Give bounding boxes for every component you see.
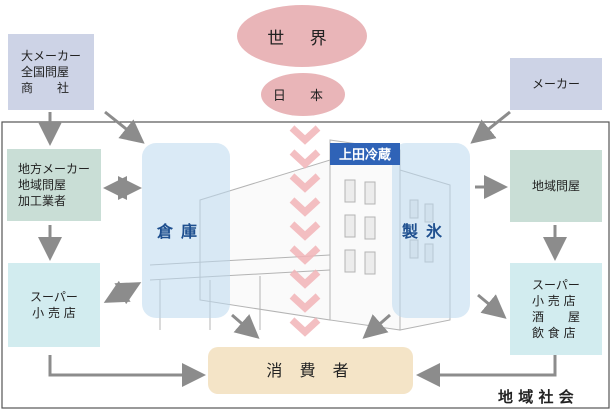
- community-frame: [1, 121, 610, 409]
- community-label: 地 域 社 会: [498, 388, 574, 406]
- super-left-box: スーパー 小 売 店: [8, 263, 100, 347]
- ice-panel: [392, 143, 470, 318]
- company-sign: [330, 143, 400, 165]
- consumer-box: 消 費 者: [208, 347, 413, 394]
- world-oval: 世 界: [237, 5, 367, 67]
- chevron-flow: [289, 125, 321, 337]
- maker-box: メーカー: [510, 58, 602, 110]
- japan-oval: 日 本: [261, 73, 345, 116]
- warehouse-panel: [142, 143, 230, 318]
- company-sign-text: 上田冷蔵: [339, 147, 391, 163]
- local-maker-box: 地方メーカー 地域問屋 加工業者: [7, 149, 101, 221]
- super-right-box: スーパー 小 売 店 酒 屋 飲 食 店: [510, 263, 602, 355]
- warehouse-label: 倉庫: [157, 222, 206, 241]
- arrows: [38, 110, 567, 387]
- big-maker-box: 大メーカー 全国問屋 商 社: [8, 34, 94, 110]
- regional-wholesaler-box: 地域問屋: [510, 150, 602, 222]
- ice-label: 製氷: [402, 222, 451, 241]
